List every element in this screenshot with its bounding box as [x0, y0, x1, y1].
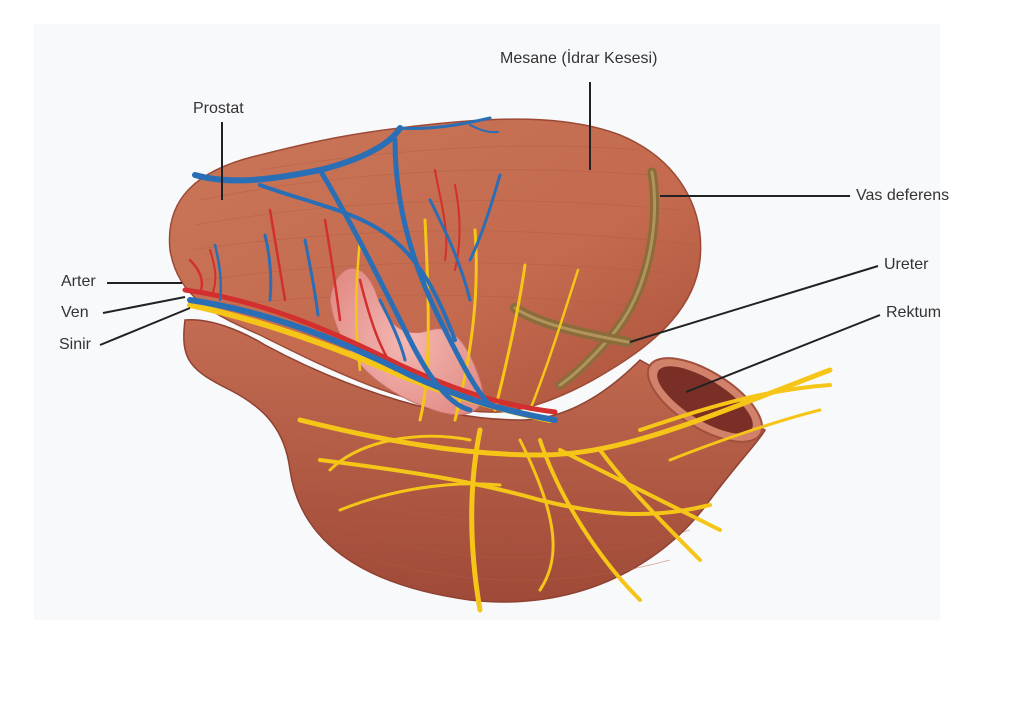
vein-network [187, 116, 558, 423]
label-vein: Ven [61, 304, 89, 321]
rectum-lumen [657, 366, 753, 434]
label-ureter: Ureter [884, 256, 929, 273]
leader-vein [102, 296, 186, 314]
ureter-highlight [513, 306, 630, 344]
label-nerve: Sinir [59, 336, 92, 353]
leader-ureter [629, 265, 879, 343]
label-artery: Arter [61, 273, 96, 290]
leader-nerve [99, 307, 191, 346]
leader-rectum [685, 314, 881, 393]
label-rectum: Rektum [886, 304, 942, 321]
vas-deferens-highlight [558, 170, 657, 387]
label-bladder: Mesane (İdrar Kesesi) [500, 50, 658, 67]
seminal-vesicle [329, 267, 484, 416]
leader-lines [99, 82, 881, 393]
label-prostate: Prostat [193, 100, 244, 117]
label-vas-deferens: Vas deferens [856, 187, 950, 204]
